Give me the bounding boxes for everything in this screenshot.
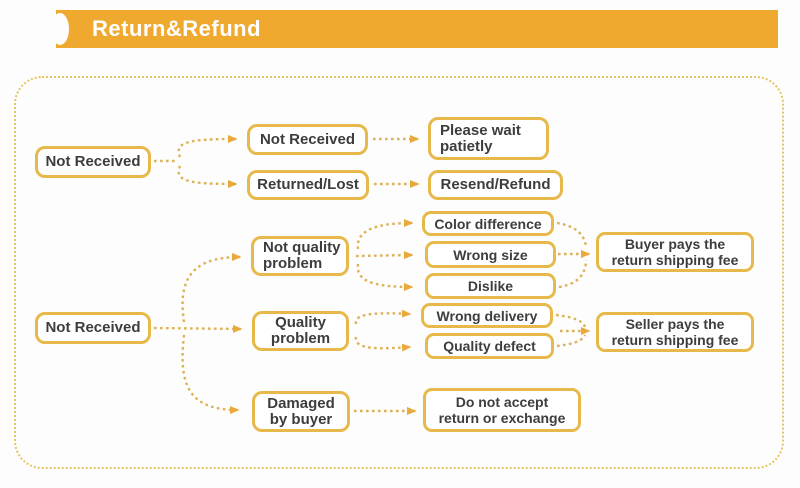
node-wrong-delivery: Wrong delivery (421, 303, 553, 328)
node-not-received-bottom: Not Received (35, 312, 151, 344)
flow-container (14, 76, 784, 469)
edge-c5-r4 (556, 334, 587, 348)
page-title: Return&Refund (92, 16, 262, 41)
edge-m3-c1 (356, 219, 414, 250)
node-returned-lost: Returned/Lost (247, 170, 369, 200)
node-not-quality-problem: Not quality problem (251, 236, 349, 276)
node-color-difference: Color difference (422, 211, 554, 236)
edge-l2-m3 (181, 253, 242, 323)
edge-l2-m5 (181, 334, 240, 414)
banner-notch (51, 13, 69, 45)
node-seller-pays-fee: Seller pays the return shipping fee (596, 312, 754, 352)
node-quality-problem: Quality problem (252, 311, 349, 351)
node-buyer-pays-fee: Buyer pays the return shipping fee (596, 232, 754, 272)
edge-l2-m4 (153, 324, 243, 333)
edge-l1-m2 (177, 165, 238, 188)
edge-c1-r3 (556, 221, 588, 248)
node-damaged-by-buyer: Damaged by buyer (252, 391, 350, 432)
node-not-received-case: Not Received (247, 124, 368, 155)
banner-ribbon: Return&Refund (51, 10, 778, 48)
edge-l1-m1 (177, 135, 238, 158)
edge-m3-c3 (356, 263, 414, 291)
node-no-return-exchange: Do not accept return or exchange (423, 388, 581, 432)
edge-m3-c2 (355, 251, 414, 260)
edge-c3-r3 (558, 259, 588, 289)
edge-m4-c5 (354, 336, 412, 352)
node-dislike: Dislike (425, 273, 556, 299)
edge-m4-c4 (354, 309, 412, 325)
edge-c4-r4 (555, 313, 587, 328)
node-please-wait-patietly: Please wait patietly (428, 117, 549, 160)
node-wrong-size: Wrong size (425, 241, 556, 268)
node-not-received-top: Not Received (35, 146, 151, 178)
node-quality-defect: Quality defect (425, 333, 554, 359)
node-resend-refund: Resend/Refund (428, 170, 563, 200)
